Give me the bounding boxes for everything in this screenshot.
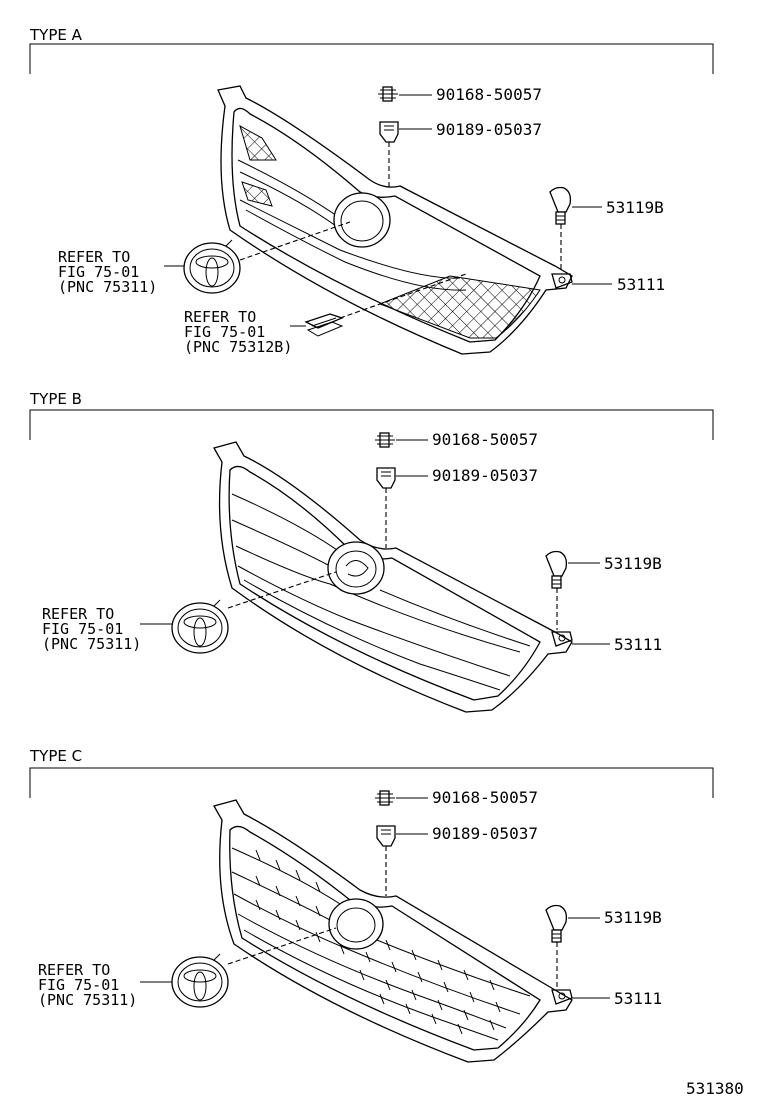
reference-note-line1: REFER TO — [38, 961, 110, 979]
reference-note-line2: FIG 75-01 — [42, 620, 123, 638]
emblem-icon — [171, 953, 229, 1008]
reference-note-line1: REFER TO — [58, 248, 130, 266]
reference-note-line3: (PNC 75311) — [38, 991, 137, 1009]
part-number-grille: 53111 — [614, 989, 662, 1008]
section-type-c: TYPE C — [29, 747, 714, 1063]
part-number-grille: 53111 — [614, 635, 662, 654]
leader-line — [239, 221, 351, 261]
part-number-retainer: 53119B — [606, 198, 664, 217]
part-number-screw: 90168-50057 — [436, 85, 542, 104]
reference-note-line1: REFER TO — [184, 308, 256, 326]
reference-note-line2: FIG 75-01 — [38, 976, 119, 994]
section-bracket — [29, 43, 714, 74]
emblem-icon — [171, 599, 229, 654]
leader-line — [227, 927, 337, 965]
retainer-icon — [545, 904, 568, 943]
section-type-a: TYPE A — [29, 26, 714, 356]
part-number-grille: 53111 — [617, 275, 665, 294]
figure-number: 531380 — [686, 1079, 744, 1098]
leader-line — [227, 571, 337, 609]
screw-icon — [375, 790, 395, 806]
grille-assembly — [217, 85, 573, 355]
retainer-icon — [545, 550, 568, 589]
retainer-icon — [549, 186, 572, 225]
part-number-clip: 90189-05037 — [432, 466, 538, 485]
reference-note-line3: (PNC 75312B) — [184, 338, 292, 356]
screw-icon — [378, 86, 398, 102]
section-title: TYPE A — [29, 26, 83, 44]
screw-icon — [375, 432, 395, 448]
emblem-icon — [183, 239, 241, 294]
grille-assembly — [213, 441, 573, 713]
clip-icon — [376, 825, 396, 847]
clip-icon — [379, 121, 399, 143]
section-title: TYPE B — [29, 390, 82, 408]
badge-icon — [304, 313, 344, 337]
leader-line — [339, 273, 467, 319]
reference-note-line3: (PNC 75311) — [42, 635, 141, 653]
part-number-screw: 90168-50057 — [432, 788, 538, 807]
part-number-clip: 90189-05037 — [436, 120, 542, 139]
reference-note-line2: FIG 75-01 — [58, 263, 139, 281]
part-number-retainer: 53119B — [604, 908, 662, 927]
reference-note-line1: REFER TO — [42, 605, 114, 623]
section-type-b: TYPE B — [29, 390, 714, 713]
reference-note-line2: FIG 75-01 — [184, 323, 265, 341]
section-bracket — [29, 767, 714, 798]
reference-note-line3: (PNC 75311) — [58, 278, 157, 296]
part-number-retainer: 53119B — [604, 554, 662, 573]
grille-assembly — [213, 799, 573, 1063]
clip-icon — [376, 467, 396, 489]
part-number-screw: 90168-50057 — [432, 430, 538, 449]
section-bracket — [29, 409, 714, 440]
part-number-clip: 90189-05037 — [432, 824, 538, 843]
section-title: TYPE C — [29, 747, 82, 765]
